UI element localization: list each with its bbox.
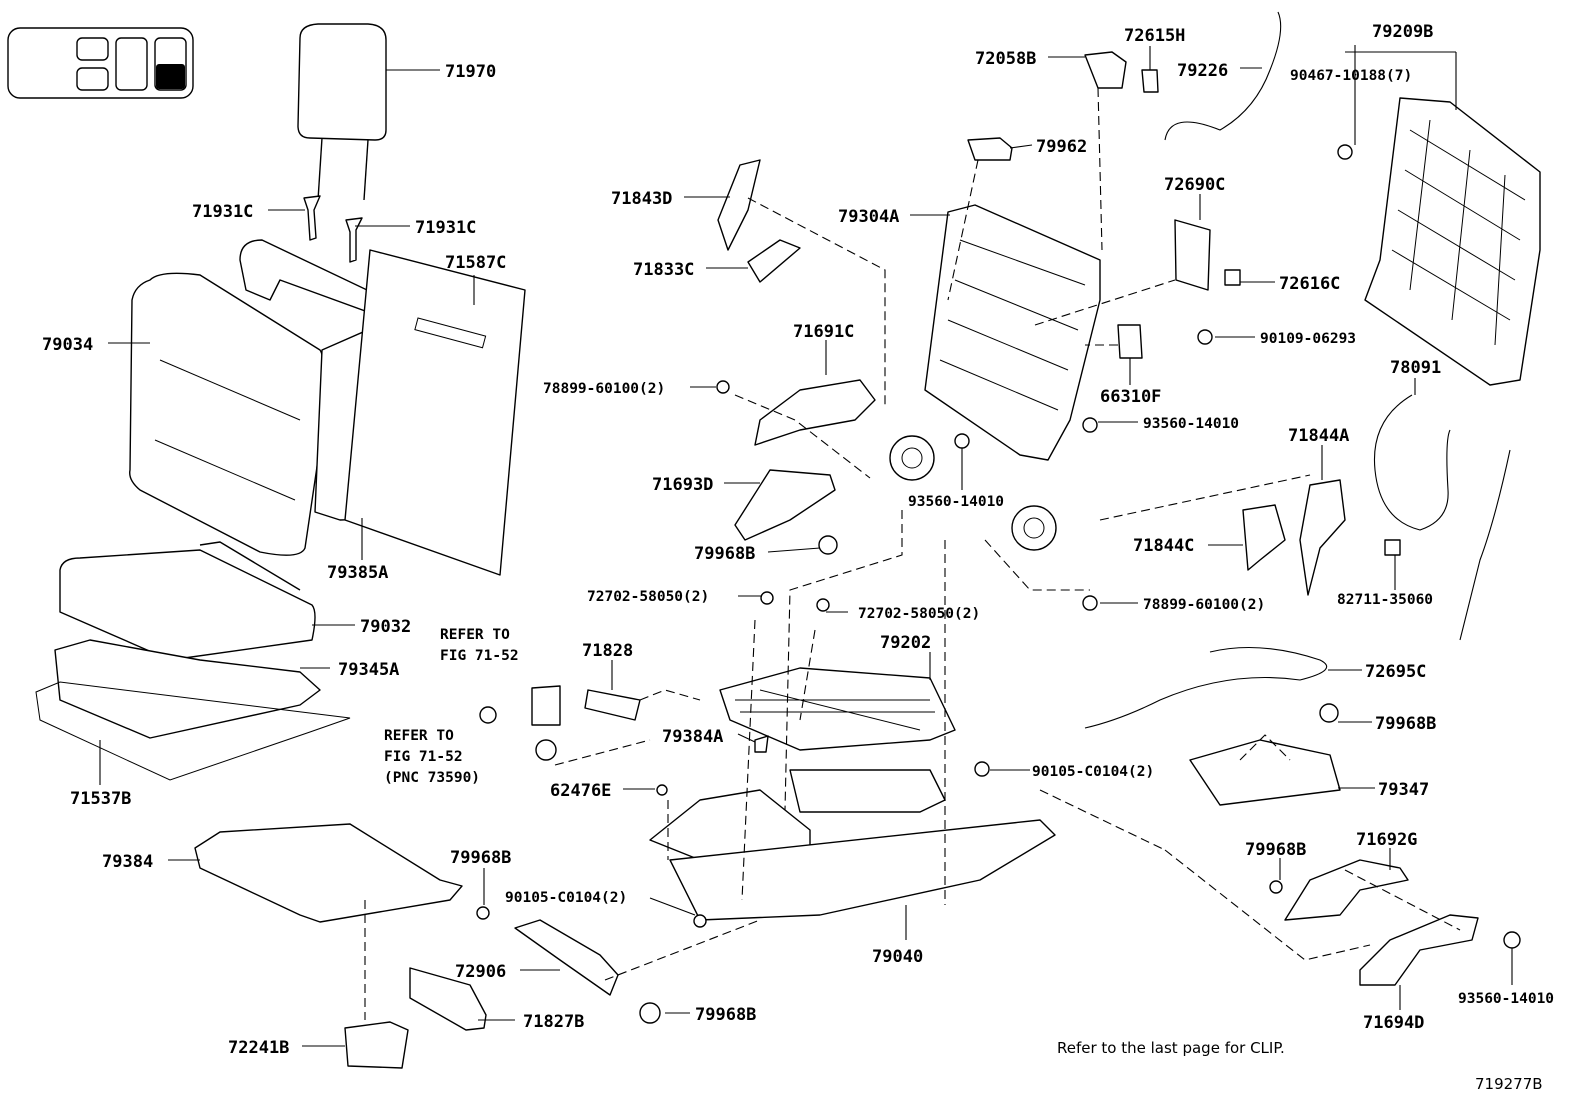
part-label: 79968B [694, 544, 755, 564]
part-label: 71931C [415, 218, 476, 238]
part-label: 72906 [455, 962, 506, 982]
part-label: 79962 [1036, 137, 1087, 157]
part-label: 79040 [872, 947, 923, 967]
part-label: 79226 [1177, 61, 1228, 81]
part-label: 79032 [360, 617, 411, 637]
part-label: 79209B [1372, 22, 1433, 42]
reference-line: FIG 71-52 [440, 648, 519, 664]
part-label: 71691C [793, 322, 854, 342]
seat-position-indicator [7, 27, 194, 99]
cables-drawing [1084, 11, 1511, 729]
part-label: 79304A [838, 207, 899, 227]
part-label: 71694D [1363, 1013, 1424, 1033]
leader-lines [99, 45, 1513, 1047]
part-label: 62476E [550, 781, 611, 801]
part-label: 71833C [633, 260, 694, 280]
part-label: 79385A [327, 563, 388, 583]
part-label: 90105-C0104(2) [505, 890, 627, 906]
dashed-reference-lines [364, 87, 1461, 1020]
reference-line: REFER TO [440, 627, 510, 643]
part-label: 90467-10188(7) [1290, 68, 1412, 84]
part-label: 66310F [1100, 387, 1161, 407]
part-label: 71843D [611, 189, 672, 209]
part-label: 79968B [1245, 840, 1306, 860]
part-label: 71693D [652, 475, 713, 495]
part-label: 71828 [582, 641, 633, 661]
part-label: 90109-06293 [1260, 331, 1356, 347]
part-label: 90105-C0104(2) [1032, 764, 1154, 780]
part-label: 79347 [1378, 780, 1429, 800]
seat-back-drawing [129, 239, 526, 576]
part-label: 71844A [1288, 426, 1349, 446]
diagram-code: 719277B [1475, 1075, 1543, 1093]
reference-line: FIG 71-52 [384, 749, 463, 765]
part-label: 72702-58050(2) [858, 606, 980, 622]
part-label: 71931C [192, 202, 253, 222]
part-label: 72241B [228, 1038, 289, 1058]
part-label: 72615H [1124, 26, 1185, 46]
part-label: 72695C [1365, 662, 1426, 682]
part-label: 82711-35060 [1337, 592, 1433, 608]
reference-line: (PNC 73590) [384, 770, 480, 786]
part-label: 79968B [450, 848, 511, 868]
part-label: 79034 [42, 335, 93, 355]
part-label: 71537B [70, 789, 131, 809]
hinge-covers-drawing [717, 159, 1346, 596]
part-label: 79968B [1375, 714, 1436, 734]
part-label: 71970 [445, 62, 496, 82]
part-label: 78091 [1390, 358, 1441, 378]
seat-back-board-drawing [1337, 97, 1541, 386]
right-lower-parts-drawing [1189, 703, 1521, 986]
seat-lower-cover-drawing [194, 823, 661, 1069]
headrest-drawing [297, 23, 387, 263]
seat-cushion-drawing [35, 541, 351, 781]
clip-note: Refer to the last page for CLIP. [1057, 1039, 1285, 1057]
part-label: 93560-14010 [908, 494, 1004, 510]
part-label: 93560-14010 [1458, 991, 1554, 1007]
part-label: 72616C [1279, 274, 1340, 294]
part-label: 79384 [102, 852, 153, 872]
part-label: 72702-58050(2) [587, 589, 709, 605]
part-label: 71844C [1133, 536, 1194, 556]
part-label: 79968B [695, 1005, 756, 1025]
part-label: 71587C [445, 253, 506, 273]
part-labels: 71970 71931C 71931C 71587C 79034 79385A … [42, 22, 1554, 1058]
part-label: 72058B [975, 49, 1036, 69]
part-label: 71692G [1356, 830, 1417, 850]
reference-line: REFER TO [384, 728, 454, 744]
part-label: 79384A [662, 727, 723, 747]
part-label: 78899-60100(2) [1143, 597, 1265, 613]
part-label: 78899-60100(2) [543, 381, 665, 397]
seat-back-frame-drawing [716, 51, 1241, 611]
part-label: 79202 [880, 633, 931, 653]
seat-track-drawing [479, 591, 1056, 928]
part-label: 93560-14010 [1143, 416, 1239, 432]
part-label: 72690C [1164, 175, 1225, 195]
reference-notes: REFER TO FIG 71-52 REFER TO FIG 71-52 (P… [384, 627, 519, 786]
part-label: 79345A [338, 660, 399, 680]
part-label: 71827B [523, 1012, 584, 1032]
